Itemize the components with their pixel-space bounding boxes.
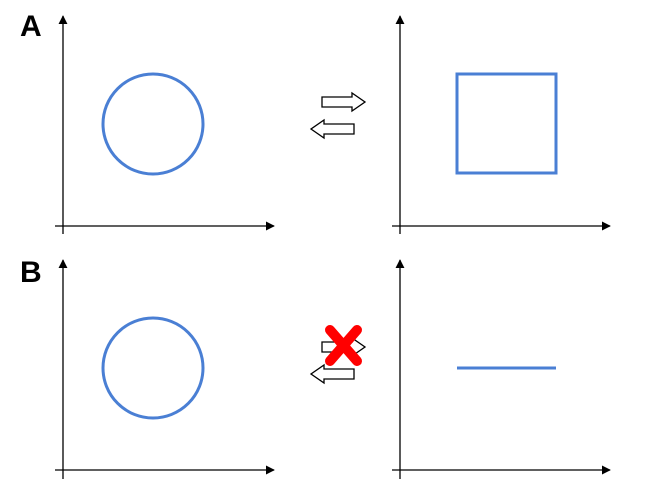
panel-a: A — [20, 10, 611, 234]
right-arrow-icon — [321, 91, 367, 113]
panel-a-right-axes — [392, 15, 611, 234]
left-arrow-icon — [309, 118, 355, 140]
panel-b-backward-arrow — [309, 363, 355, 385]
panel-b-circle — [101, 316, 205, 420]
panel-a-left-axes — [55, 15, 275, 234]
panel-a-forward-arrow — [321, 91, 367, 113]
panel-b-right-axes — [392, 259, 611, 479]
panel-a-square — [455, 72, 558, 175]
panel-b: B — [20, 256, 611, 479]
panel-label-b: B — [20, 256, 42, 289]
panel-b-left-axes — [55, 259, 275, 479]
panel-label-a: A — [20, 10, 42, 43]
panel-a-backward-arrow — [309, 118, 355, 140]
left-arrow-icon — [309, 363, 355, 385]
panel-a-circle — [101, 72, 205, 176]
cross-icon — [325, 325, 362, 366]
